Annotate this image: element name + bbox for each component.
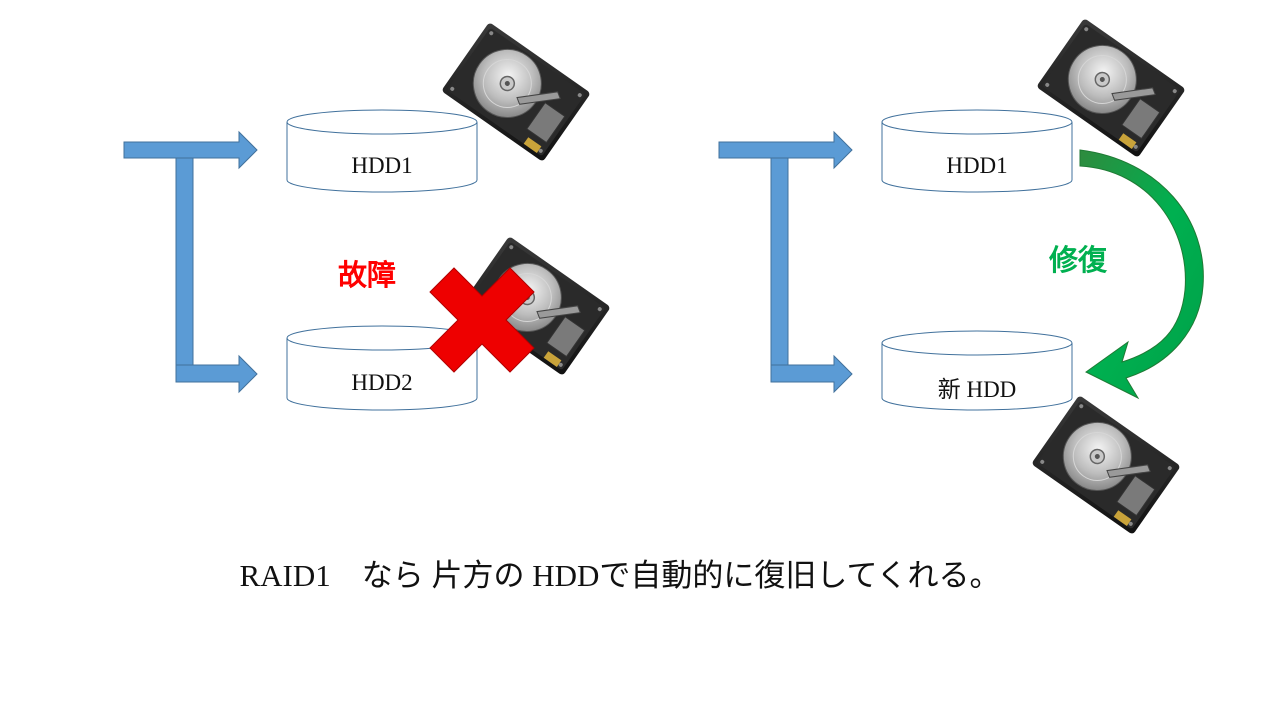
left-disk-hdd1 xyxy=(286,109,478,193)
caption-text: RAID1 なら 片方の HDDで自動的に復旧してくれる。 xyxy=(239,558,1001,593)
hdd1-label-right: HDD1 xyxy=(946,153,1008,178)
right-disk-hdd1 xyxy=(881,109,1073,193)
left-disk-hdd2 xyxy=(286,325,478,411)
repair-label: 修復 xyxy=(1049,243,1108,277)
left-mirror-arrow xyxy=(123,130,258,394)
right-disk-new-hdd xyxy=(881,330,1073,411)
fault-label: 故障 xyxy=(338,258,397,292)
hdd2-label: HDD2 xyxy=(351,370,413,395)
right-mirror-arrow xyxy=(718,130,853,394)
hard-drive-icon xyxy=(1030,394,1182,536)
hdd1-label-left: HDD1 xyxy=(351,153,413,178)
cross-mark-icon xyxy=(429,267,535,373)
curved-arrow-icon xyxy=(1079,149,1204,400)
new-hdd-label: 新 HDD xyxy=(937,377,1017,402)
